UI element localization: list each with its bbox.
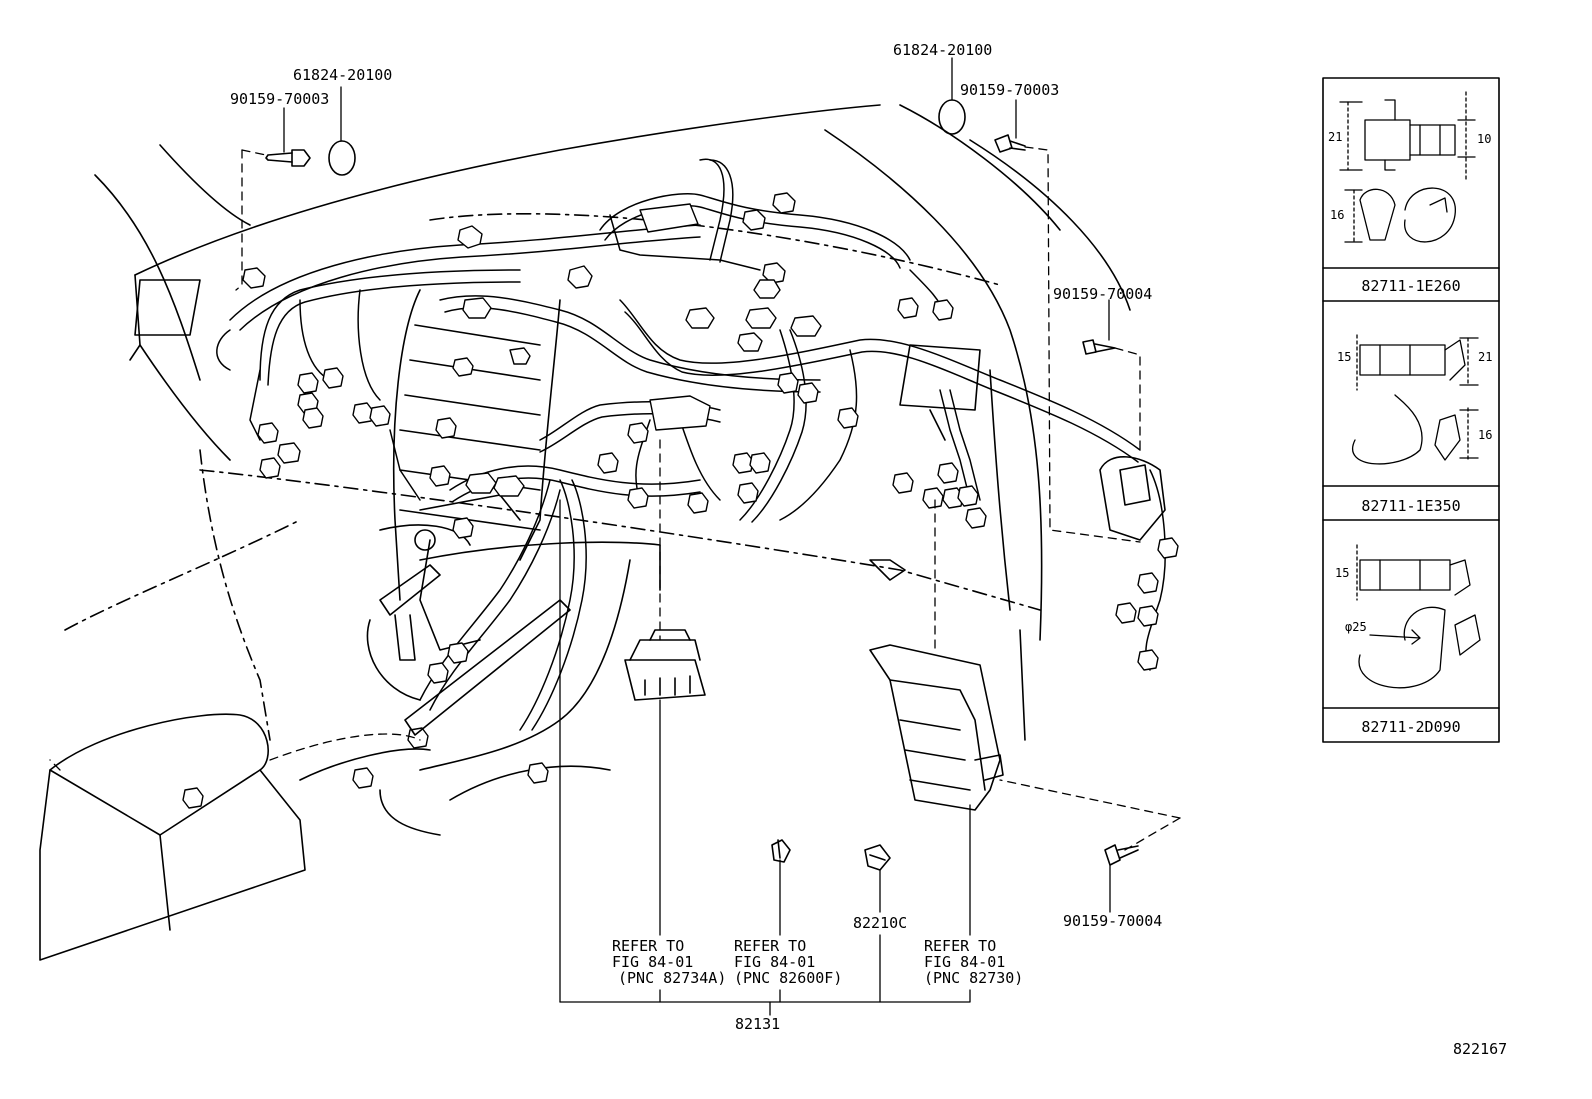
reference-note-82734a: REFER TO FIG 84-01 (PNC 82734A): [612, 938, 726, 986]
clamp-1E350-drawing: [1352, 334, 1479, 465]
reference-line: REFER TO: [924, 937, 997, 955]
leader-lines: [283, 57, 1111, 1016]
part-label-bolt-right: 90159-70003: [960, 81, 1060, 99]
reference-line: (PNC 82734A): [618, 969, 727, 987]
clamp-2D090-drawing: [1356, 544, 1481, 689]
reference-line: FIG 84-01: [924, 953, 1006, 971]
part-label-screw-right: 90159-70004: [1053, 285, 1153, 303]
dimension-label: 21: [1328, 130, 1343, 144]
reference-line: REFER TO: [612, 937, 685, 955]
clamp-1E260-drawing: [1339, 91, 1476, 243]
diagram-id-label: 822167: [1453, 1040, 1508, 1058]
reference-line: REFER TO: [734, 937, 807, 955]
junction-block: [869, 644, 1004, 811]
clamp-part-label-1e260: 82711-1E260: [1361, 277, 1461, 295]
harness-connectors: [182, 192, 1179, 809]
dimension-label: φ25: [1345, 620, 1367, 634]
dimension-label: 10: [1477, 132, 1492, 146]
dashed-references: [49, 146, 1181, 851]
part-label-screw-bottom: 90159-70004: [1063, 912, 1163, 930]
reference-line: (PNC 82600F): [734, 969, 843, 987]
dimension-label: 15: [1337, 350, 1352, 364]
steering-column: [379, 529, 571, 736]
main-harness: [216, 158, 1166, 731]
clamp-part-label-1e350: 82711-1E350: [1361, 497, 1461, 515]
dashboard-outline: [64, 104, 1131, 836]
part-label-cap-left: 61824-20100: [293, 66, 393, 84]
part-label-harness: 82131: [735, 1015, 781, 1033]
part-label-bolt-left: 90159-70003: [230, 90, 330, 108]
reference-line: (PNC 82730): [924, 969, 1024, 987]
clamp-part-label-2d090: 82711-2D090: [1361, 718, 1461, 736]
dimension-label: 16: [1478, 428, 1493, 442]
dimension-label: 21: [1478, 350, 1493, 364]
relay-block: [624, 629, 706, 701]
small-parts: [265, 99, 1139, 871]
reference-line: FIG 84-01: [612, 953, 694, 971]
part-label-cap-right: 61824-20100: [893, 41, 993, 59]
meter-block: [899, 344, 1166, 541]
reference-line: FIG 84-01: [734, 953, 816, 971]
dimension-label: 15: [1335, 566, 1350, 580]
dashboard-panel: [366, 289, 561, 701]
reference-note-82600f: REFER TO FIG 84-01 (PNC 82600F): [734, 938, 842, 986]
glove-box: [39, 279, 306, 961]
clamp-detail-boxes: [1322, 77, 1500, 743]
part-label-clamp-82210c: 82210C: [853, 914, 908, 932]
dimension-label: 16: [1330, 208, 1345, 222]
reference-note-82730: REFER TO FIG 84-01 (PNC 82730): [924, 938, 1023, 986]
